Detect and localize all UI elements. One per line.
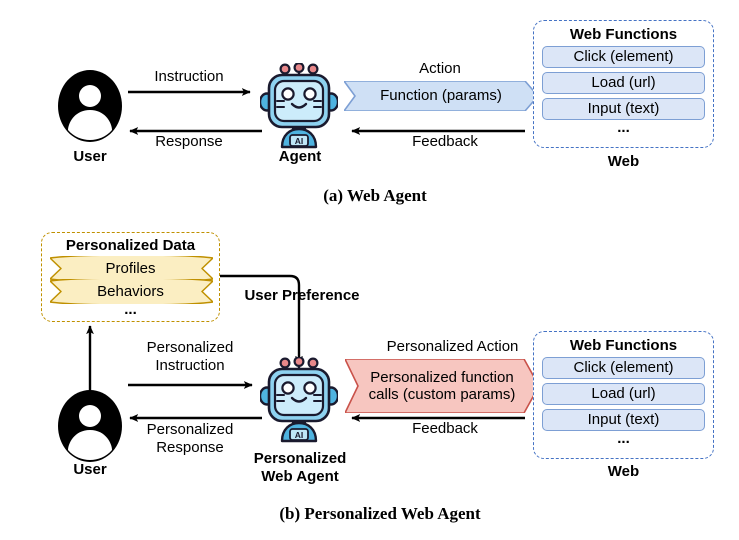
arrows-user-agent-a — [128, 88, 525, 135]
personalized-action-chevron-line2: calls (custom params) — [368, 386, 516, 403]
action-chevron-text-a: Function (params) — [380, 87, 502, 105]
feedback-label-b: Feedback — [412, 420, 478, 437]
svg-text:AI: AI — [295, 136, 304, 146]
function-input-b[interactable]: Input (text) — [542, 409, 705, 431]
function-load-b[interactable]: Load (url) — [542, 383, 705, 405]
web-functions-title-a: Web Functions — [569, 26, 678, 43]
personalized-instruction-label: Personalized Instruction — [126, 339, 254, 375]
web-label-b: Web — [607, 463, 640, 480]
web-functions-ellipsis-a: ... — [617, 119, 630, 136]
personalized-agent-robot: AI — [258, 355, 340, 448]
action-chevron-a: Function (params) — [344, 81, 538, 111]
caption-panel-b: (b) Personalized Web Agent — [279, 504, 481, 523]
function-click-a[interactable]: Click (element) — [542, 46, 705, 68]
web-functions-box-b: Web Functions Click (element) Load (url)… — [533, 331, 714, 459]
agent-robot-a: AI — [258, 61, 340, 154]
web-functions-title-b: Web Functions — [569, 337, 678, 354]
personalized-data-item-profiles[interactable]: Profiles — [50, 256, 213, 281]
personalized-instruction-line1: Personalized — [146, 339, 234, 356]
personalized-data-item-behaviors[interactable]: Behaviors — [50, 279, 213, 304]
personalized-instruction-line2: Instruction — [155, 357, 225, 374]
personalized-agent-label-line2: Web Agent — [261, 468, 339, 485]
web-label-a: Web — [607, 153, 640, 170]
personalized-data-title: Personalized Data — [65, 237, 196, 254]
personalized-response-label: Personalized Response — [126, 421, 254, 457]
personalized-response-line1: Personalized — [146, 421, 234, 438]
personalized-action-label: Personalized Action — [386, 338, 519, 355]
personalized-agent-label-line1: Personalized — [253, 450, 347, 467]
user-avatar-a — [58, 70, 122, 147]
personalized-agent-label: Personalized Web Agent — [240, 450, 360, 486]
web-functions-ellipsis-b: ... — [617, 430, 630, 447]
personalized-response-line2: Response — [156, 439, 224, 456]
caption-panel-a: (a) Web Agent — [323, 186, 427, 205]
web-functions-box-a: Web Functions Click (element) Load (url)… — [533, 20, 714, 148]
ribbon-label-profiles: Profiles — [105, 260, 156, 277]
user-label-a: User — [73, 148, 107, 165]
action-label-a: Action — [419, 60, 461, 77]
personalized-data-box: Personalized Data Profiles Behaviors ... — [41, 232, 220, 322]
personalized-action-chevron: Personalized function calls (custom para… — [345, 359, 539, 413]
personalized-data-ellipsis: ... — [124, 301, 137, 318]
user-preference-label: User Preference — [244, 287, 360, 304]
function-input-a[interactable]: Input (text) — [542, 98, 705, 120]
user-label-b: User — [73, 461, 107, 478]
instruction-label-a: Instruction — [154, 68, 224, 85]
personalized-action-chevron-line1: Personalized function — [370, 368, 514, 386]
svg-text:AI: AI — [295, 430, 304, 440]
user-avatar-b — [58, 390, 122, 467]
feedback-label-a: Feedback — [412, 133, 478, 150]
agent-label-a: Agent — [278, 148, 322, 165]
function-click-b[interactable]: Click (element) — [542, 357, 705, 379]
response-label-a: Response — [155, 133, 223, 150]
panel-web-agent: User AI — [0, 0, 739, 215]
ribbon-label-behaviors: Behaviors — [97, 283, 164, 300]
function-load-a[interactable]: Load (url) — [542, 72, 705, 94]
